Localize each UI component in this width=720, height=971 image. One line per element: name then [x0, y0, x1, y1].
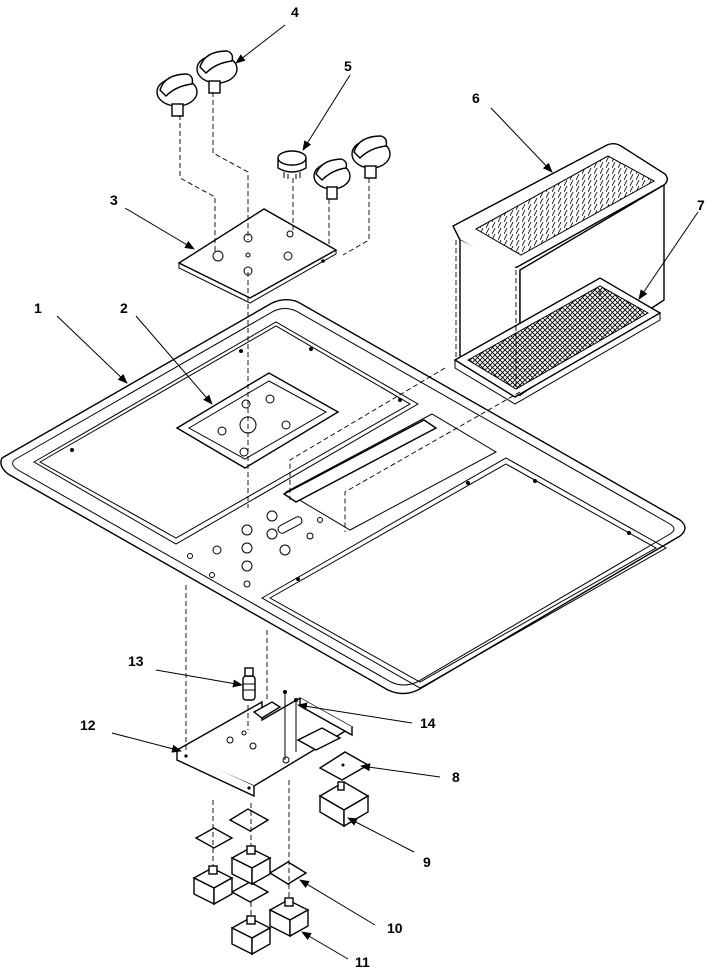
callout-14: 14 [420, 715, 436, 731]
indicator-cap [277, 150, 307, 179]
callout-labels: 1 2 3 4 5 6 7 8 9 10 11 12 13 14 [34, 4, 705, 970]
callout-9: 9 [423, 854, 431, 870]
callout-7: 7 [697, 197, 705, 213]
small-insulators [194, 808, 308, 903]
switch-a [192, 865, 234, 906]
callout-6: 6 [472, 90, 480, 106]
control-knobs [156, 50, 391, 200]
switch-b [230, 845, 272, 886]
knob-lower-right [351, 135, 391, 179]
switch-bracket [176, 697, 354, 798]
switch-d [268, 897, 310, 938]
callout-12: 12 [80, 717, 96, 733]
lamp-socket [242, 667, 256, 701]
switch-c [230, 915, 272, 956]
knob-left [156, 73, 198, 117]
leader-lines [56, 24, 699, 960]
callout-11: 11 [355, 954, 370, 970]
assembly-lines [179, 92, 601, 916]
callout-10: 10 [387, 920, 403, 936]
callout-5: 5 [344, 58, 352, 74]
callout-8: 8 [452, 769, 460, 785]
main-top-panel [0, 299, 686, 695]
insulator-pad [318, 751, 370, 781]
knob-lower-left [313, 158, 351, 200]
callout-2: 2 [120, 300, 128, 316]
filter-grille [453, 277, 662, 405]
control-plate [177, 208, 338, 304]
rotary-switches [192, 845, 310, 956]
mounting-screws [283, 690, 298, 760]
callout-13: 13 [128, 653, 144, 669]
callout-4: 4 [291, 4, 299, 20]
callout-3: 3 [110, 192, 118, 208]
switch-box [318, 781, 370, 828]
callout-1: 1 [34, 300, 42, 316]
knob-right [196, 50, 238, 94]
